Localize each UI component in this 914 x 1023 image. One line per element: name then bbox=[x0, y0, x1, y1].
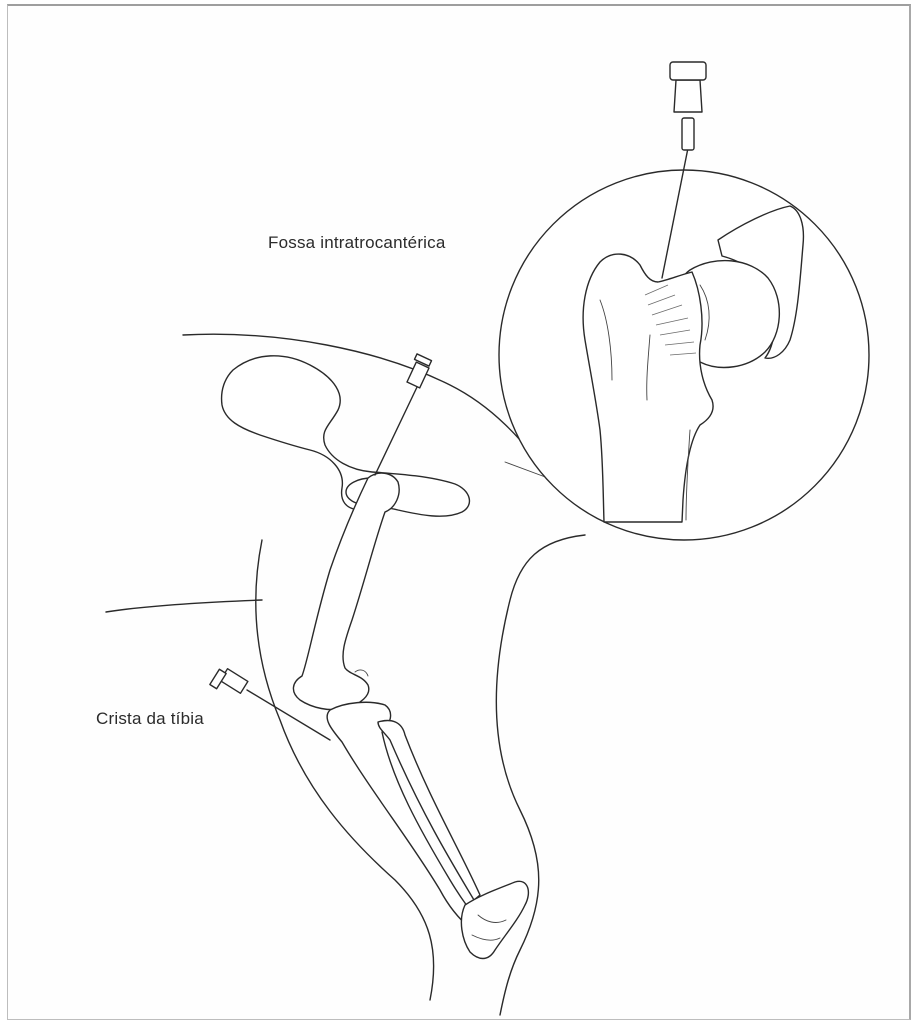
needle-hip bbox=[375, 354, 432, 475]
pelvis bbox=[222, 356, 470, 516]
label-intertrochanteric-fossa: Fossa intratrocantérica bbox=[268, 233, 446, 253]
label-tibial-crest: Crista da tíbia bbox=[96, 709, 204, 729]
magnified-inset bbox=[499, 62, 869, 540]
tibia bbox=[327, 702, 480, 928]
femur bbox=[293, 473, 399, 710]
